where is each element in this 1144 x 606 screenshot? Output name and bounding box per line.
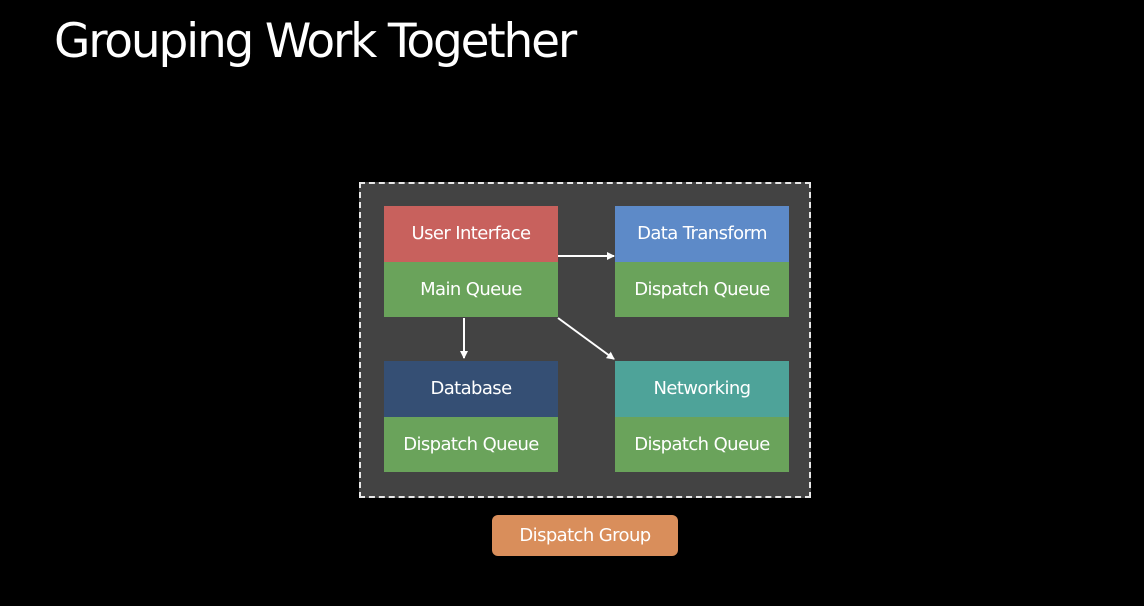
slide-title: Grouping Work Together bbox=[54, 14, 577, 69]
data-transform-queue-label: Dispatch Queue bbox=[615, 261, 789, 317]
data-transform-node: Data Transform Dispatch Queue bbox=[615, 206, 789, 317]
user-interface-node: User Interface Main Queue bbox=[384, 206, 558, 317]
database-queue-label: Dispatch Queue bbox=[384, 416, 558, 472]
main-queue-label: Main Queue bbox=[384, 261, 558, 317]
networking-header: Networking bbox=[615, 361, 789, 417]
user-interface-header: User Interface bbox=[384, 206, 558, 262]
database-node: Database Dispatch Queue bbox=[384, 361, 558, 472]
networking-queue-label: Dispatch Queue bbox=[615, 416, 789, 472]
database-header: Database bbox=[384, 361, 558, 417]
dispatch-group-label: Dispatch Group bbox=[492, 515, 678, 556]
data-transform-header: Data Transform bbox=[615, 206, 789, 262]
networking-node: Networking Dispatch Queue bbox=[615, 361, 789, 472]
